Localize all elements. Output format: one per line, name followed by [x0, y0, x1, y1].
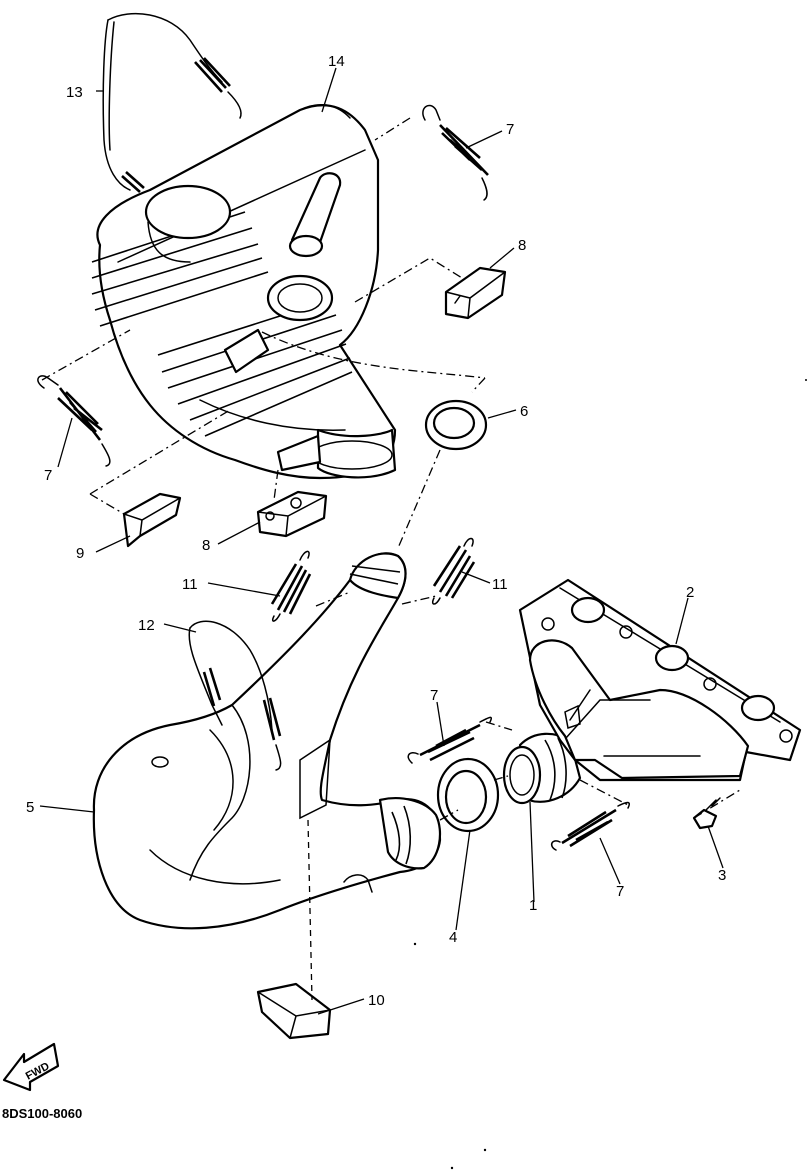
manifold-part-2: [518, 578, 802, 782]
spring-part-11-right: [431, 537, 476, 605]
callout-leaders: [39, 67, 724, 1015]
damper-part-8-bottom: [256, 490, 328, 538]
hanger-rod-part-13: [102, 12, 242, 193]
expansion-chamber-part-5: [92, 552, 442, 930]
callout-7-right: 7: [616, 883, 624, 900]
callout-9: 9: [76, 545, 84, 562]
spring-part-7-mid: [407, 716, 492, 764]
seal-ring-part-4: [436, 757, 500, 833]
callout-3: 3: [718, 867, 726, 884]
callout-12: 12: [138, 617, 155, 634]
callout-6: 6: [520, 403, 528, 420]
callout-7-mid: 7: [430, 687, 438, 704]
gasket-ring-part-6: [424, 399, 488, 451]
callout-7-left: 7: [44, 467, 52, 484]
callout-7-top: 7: [506, 121, 514, 138]
stay-part-12: [188, 620, 282, 771]
joint-part-1: [502, 732, 582, 805]
callout-8-bottom: 8: [202, 537, 210, 554]
callout-labels: 13 14 7 8 6 7 9 8 11 11 12 2 7 5 3 7 1 4…: [26, 53, 726, 1009]
callout-11-left: 11: [182, 576, 198, 593]
callout-13: 13: [66, 84, 83, 101]
callout-8-top: 8: [518, 237, 526, 254]
muffler-part-14: [91, 103, 397, 480]
spring-part-7-right: [550, 801, 630, 851]
bracket-part-9: [122, 492, 182, 548]
bolt-part-3: [692, 797, 721, 830]
figure-code: 8DS100-8060: [2, 1106, 82, 1121]
callout-2: 2: [686, 584, 694, 601]
spring-part-7-top: [422, 104, 489, 201]
damper-part-8-top: [444, 266, 507, 320]
callout-4: 4: [449, 929, 457, 946]
spring-part-7-left: [37, 375, 111, 467]
forward-arrow-icon: FWD: [2, 1042, 60, 1092]
callout-5: 5: [26, 799, 34, 816]
assembly-lines: [41, 117, 741, 1001]
callout-10: 10: [368, 992, 385, 1009]
damper-part-10: [256, 982, 332, 1040]
callout-1: 1: [529, 897, 537, 914]
spring-part-11-left: [270, 550, 312, 622]
scan-specks: [413, 379, 807, 1170]
callout-14: 14: [328, 53, 345, 70]
callout-11-right: 11: [492, 576, 508, 593]
